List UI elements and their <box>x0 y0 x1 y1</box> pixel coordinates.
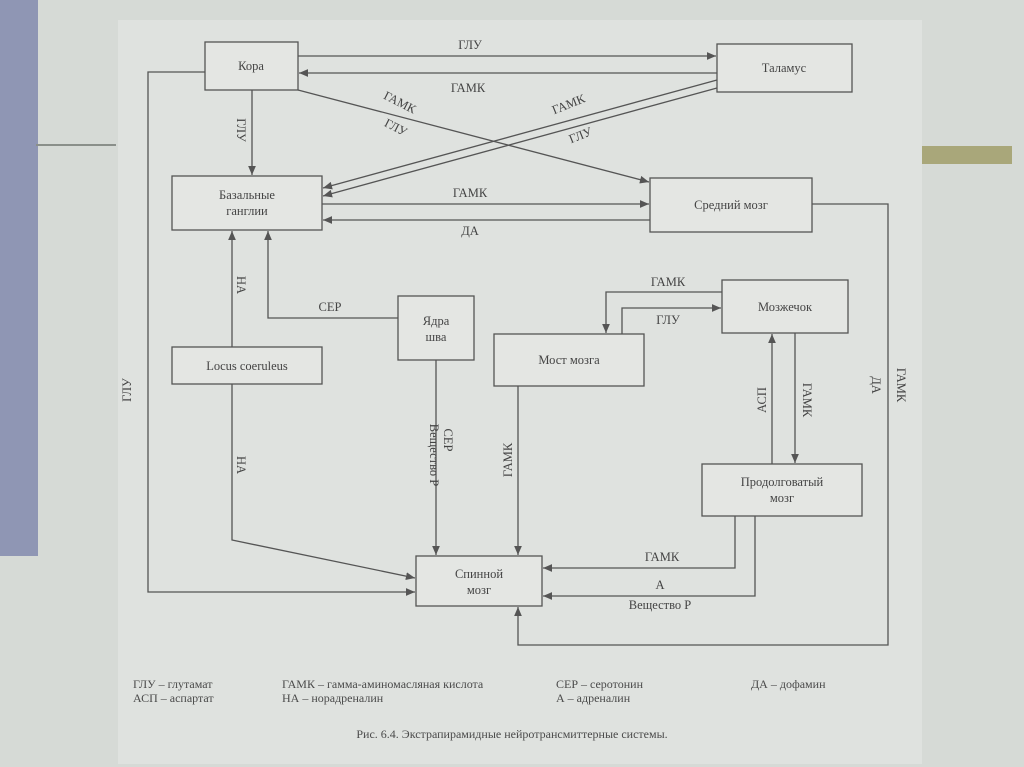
node-cortex: Кора <box>204 41 299 91</box>
node-thalamus: Таламус <box>716 43 853 93</box>
node-medulla: Продолговатый мозг <box>701 463 863 517</box>
node-label: ганглии <box>226 204 268 218</box>
label-midbrain-spinal-2: ГАМК <box>894 368 908 403</box>
edge-locus-spinal <box>231 384 416 580</box>
edges <box>147 52 889 646</box>
label-cortex-midbrain-1: ГАМК <box>381 88 419 116</box>
legend: ГЛУ – глутамат АСП – аспартат ГАМК – гам… <box>133 677 826 705</box>
node-label: Средний мозг <box>694 198 768 212</box>
edge-thalamus-basal-1 <box>322 79 718 190</box>
node-locus-coeruleus: Locus coeruleus <box>171 346 323 385</box>
label-medulla-spinal-1: ГАМК <box>645 550 680 564</box>
edge-pons-cerebellum <box>621 304 721 334</box>
label-cerebellum-pons: ГАМК <box>651 275 686 289</box>
label-cortex-thalamus: ГЛУ <box>458 38 482 52</box>
edge-medulla-spinal-2 <box>543 516 756 600</box>
node-label: Продолговатый <box>741 475 824 489</box>
label-pons-spinal: ГАМК <box>501 442 515 477</box>
node-label: Базальные <box>219 188 275 202</box>
label-cortex-spinal: ГЛУ <box>120 378 134 402</box>
label-basal-midbrain: ГАМК <box>453 186 488 200</box>
node-label: Мозжечок <box>758 300 813 314</box>
label-medulla-spinal-2: А <box>655 578 664 592</box>
edge-thalamus-basal-2 <box>322 87 718 198</box>
edge-cortex-midbrain <box>297 89 650 184</box>
edge-midbrain-spinal <box>514 203 889 646</box>
label-thalamus-basal-1: ГАМК <box>550 91 588 117</box>
label-cortex-basal: ГЛУ <box>234 118 248 142</box>
label-thalamus-cortex: ГАМК <box>451 81 486 95</box>
legend-item: АСП – аспартат <box>133 691 214 705</box>
label-pons-cerebellum: ГЛУ <box>656 313 680 327</box>
node-label: Locus coeruleus <box>206 359 288 373</box>
label-cortex-midbrain-2: ГЛУ <box>382 116 410 139</box>
node-label: Мост мозга <box>538 353 600 367</box>
label-medulla-spinal-3: Вещество Р <box>629 598 692 612</box>
slide-rule-right <box>920 146 1012 164</box>
edge-raphe-basal <box>264 231 398 319</box>
label-medulla-cerebellum: АСП <box>755 387 769 413</box>
label-midbrain-spinal-1: ДА <box>869 376 883 394</box>
legend-item: ГАМК – гамма-аминомасляная кислота <box>282 677 484 691</box>
node-basal-ganglia: Базальные ганглии <box>171 175 323 231</box>
node-label: Таламус <box>762 61 807 75</box>
node-midbrain: Средний мозг <box>649 177 813 233</box>
node-label: Ядра <box>423 314 450 328</box>
edge-cortex-spinal <box>147 71 415 596</box>
node-label: мозг <box>770 491 794 505</box>
legend-item: ДА – дофамин <box>751 677 826 691</box>
node-label: мозг <box>467 583 491 597</box>
node-cerebellum: Мозжечок <box>721 279 849 334</box>
label-raphe-basal: СЕР <box>319 300 342 314</box>
legend-item: ГЛУ – глутамат <box>133 677 213 691</box>
slide-rule-left <box>36 144 116 146</box>
label-midbrain-basal: ДА <box>461 224 479 238</box>
label-cerebellum-medulla: ГАМК <box>800 383 814 418</box>
legend-item: СЕР – серотонин <box>556 677 644 691</box>
legend-item: А – адреналин <box>556 691 631 705</box>
edge-medulla-spinal-1 <box>543 516 736 572</box>
edge-cerebellum-pons <box>602 291 722 333</box>
node-label: шва <box>426 330 447 344</box>
node-label: Спинной <box>455 567 503 581</box>
label-raphe-spinal-1: Вещество Р <box>427 424 441 487</box>
label-locus-spinal: НА <box>234 456 248 474</box>
node-label: Кора <box>238 59 264 73</box>
node-raphe: Ядра шва <box>397 295 475 361</box>
figure-caption: Рис. 6.4. Экстрапирамидные нейротрансмит… <box>356 727 667 741</box>
legend-item: НА – норадреналин <box>282 691 384 705</box>
node-pons: Мост мозга <box>493 333 645 387</box>
label-locus-basal: НА <box>234 276 248 294</box>
node-spinal-cord: Спинной мозг <box>415 555 543 607</box>
slide-side-bar <box>0 0 38 556</box>
label-raphe-spinal-2: СЕР <box>441 429 455 452</box>
